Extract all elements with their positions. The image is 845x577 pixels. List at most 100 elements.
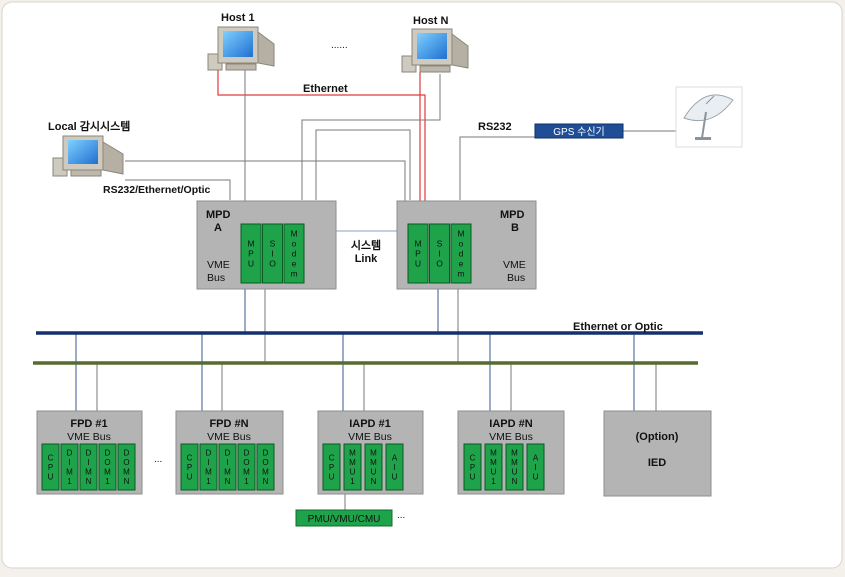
fpd1-card-2-char: D [67,449,73,458]
iapdn-card-4-char: A [533,453,539,462]
fpd1-title: FPD #1 [70,418,107,430]
iapd1-card-3 [364,443,383,491]
mpd_b-card-2-char: S [437,238,443,248]
iapd1-card-3-char: U [371,468,377,477]
fpdn-bus: VME Bus [207,431,251,443]
local-to-mpdb-line [125,160,406,204]
gps-to-mpdb-line [459,136,535,200]
iapdn-card-1 [463,443,482,491]
fpd1-card-2 [60,443,79,491]
mpd-a-title: MPD [206,209,231,221]
option-ied-box: (Option) IED [603,410,712,497]
mpd_a-card-3-char: m [290,268,297,278]
iapd1-card-2-char: 1 [350,477,355,486]
iapdn-card-4-char: U [533,472,539,481]
iapdn-card-4-char: I [534,463,536,472]
host1-computer-icon [207,26,275,71]
fpd1-card-3 [79,443,98,491]
local-computer-icon [52,135,124,177]
mpd-b-bus2: Bus [507,272,525,284]
mpd_b-card-1-char: P [415,248,421,258]
mpd_a-card-1-char: P [248,248,254,258]
pmu-ellipsis: ... [397,510,405,521]
gps-receiver-label: GPS 수신기 [553,126,605,138]
system-link-label-2: Link [355,253,378,265]
mpd-b-bus1: VME [503,259,526,271]
fpdn-card-4 [237,443,256,491]
fpd1-card-4-char: 1 [105,477,110,486]
mpd_a-card-3-char: M [290,228,297,238]
fpd-gap-ellipsis: ... [154,454,162,465]
hostn-label: Host N [413,15,449,27]
iapdn-card-3-char: N [512,477,518,486]
iapdn-card-2-char: M [490,458,497,467]
fpdn-card-4-char: 1 [244,477,249,486]
iapd1-card-2-char: U [350,468,356,477]
fpdn-card-2-char: I [207,458,209,467]
fpdn-card-4-char: M [243,468,250,477]
iapd1-card-4-char: A [392,453,398,462]
iapd1-card-1 [322,443,341,491]
fpd1-card-1-char: U [48,472,54,481]
fpdn-card-5-char: M [262,468,269,477]
iapdn-card-2 [484,443,503,491]
iapdn-card-2-char: M [490,449,497,458]
fpd1-card-5-char: N [124,477,130,486]
mpd_b-card-2-char: O [436,258,443,268]
mpd_a-card-1-char: U [248,258,254,268]
mpd_a-card-1-char: M [247,238,254,248]
hostn-computer-icon [401,28,469,73]
host1-label: Host 1 [221,12,255,24]
iapd1-card-4-char: I [393,463,395,472]
iapdn-card-3-char: U [512,468,518,477]
fpdn-card-5-char: D [263,449,269,458]
iapd1-bus: VME Bus [348,431,392,443]
mpd-b-sub: B [511,222,519,234]
mpd_b-card-2 [429,223,450,284]
mpd_b-card-3-char: M [457,228,464,238]
fpdn-card-4-char: D [244,449,250,458]
iapd1-card-4-char: U [392,472,398,481]
iapdn-card-1-char: U [470,472,476,481]
iapd1-card-1-char: P [329,463,334,472]
mpd_b-card-2-char: I [438,248,440,258]
mpd_b-card-1-char: M [414,238,421,248]
iapdn-card-3-char: M [511,458,518,467]
mpd_b-card-3-char: d [459,248,464,258]
fpd1-card-2-char: M [66,468,73,477]
mpd_a-card-3-char: d [292,248,297,258]
mpd_a-card-2-char: O [269,258,276,268]
pmu-vmu-cmu-label: PMU/VMU/CMU [308,514,381,525]
mpd_a-card-2-char: I [271,248,273,258]
fpd1-card-3-char: I [87,458,89,467]
fpdn-title: FPD #N [209,418,248,430]
fpdn-card-5 [256,443,275,491]
connection-lines [75,66,690,510]
fpd1-card-5-char: M [123,468,130,477]
iapd1-card-3-char: M [370,449,377,458]
iapd1-title: IAPD #1 [349,418,391,430]
mpd_b-card-1 [407,223,429,284]
iapdn-card-3-char: M [511,449,518,458]
satellite-dish-icon [675,86,743,148]
fpd1-card-4-char: O [104,458,110,467]
iapd1-card-2 [343,443,362,491]
iapdn-title: IAPD #N [489,418,532,430]
fpdn-card-1-char: U [187,472,193,481]
fpd1-card-1-char: P [48,463,53,472]
local-link-label: RS232/Ethernet/Optic [103,184,211,196]
mpd_a-card-2-char: S [270,238,276,248]
mpd_a-card-3-char: e [292,258,297,268]
fpdn-card-1 [180,443,199,491]
